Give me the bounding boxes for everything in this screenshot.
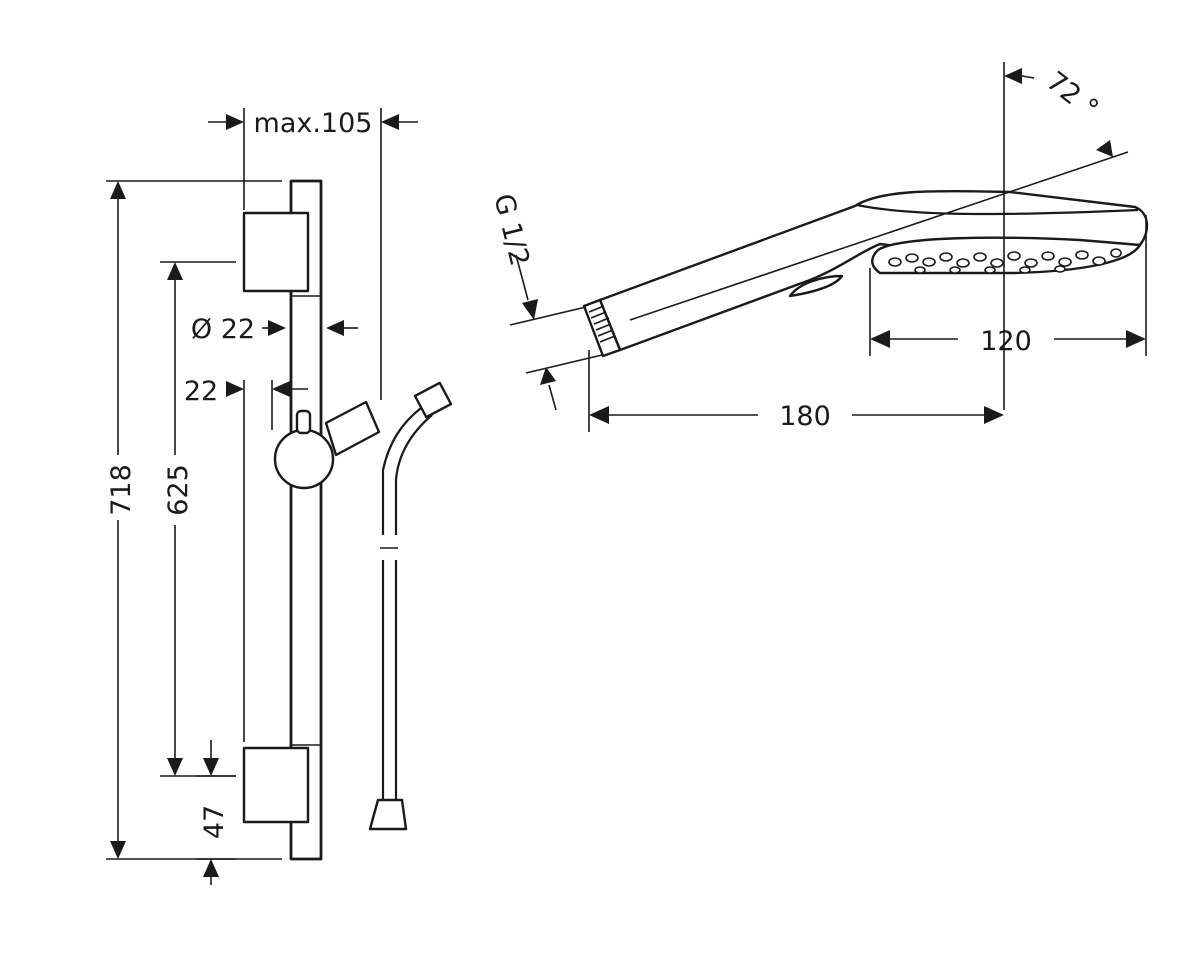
dim-120-label: 120	[980, 326, 1032, 357]
thread-connector	[582, 298, 622, 358]
dim-g12-label: G 1/2	[487, 191, 535, 269]
dim-180-label: 180	[779, 401, 831, 432]
dim-max105-label: max.105	[254, 108, 373, 139]
dim-47-label: 47	[199, 805, 230, 839]
dim-72-degree-label: 72 °	[1040, 66, 1104, 125]
dim-625: 625	[160, 261, 236, 777]
spray-select-button	[788, 274, 844, 298]
shower-rail	[289, 179, 323, 861]
dim-max105: max.105	[208, 108, 418, 400]
dim-gap-22-label: 22	[184, 376, 218, 407]
dim-gap-22: 22	[184, 376, 308, 742]
dim-718-label: 718	[106, 464, 137, 516]
dim-120: 120	[869, 215, 1147, 357]
bottom-wall-bracket	[242, 746, 310, 824]
dim-diameter-22-label: Ø 22	[191, 314, 255, 345]
shower-holder-slider	[273, 400, 381, 490]
dim-180: 180	[588, 350, 1004, 432]
shower-hose	[368, 381, 453, 831]
dim-g12-thread: G 1/2	[487, 191, 603, 411]
dim-718: 718	[106, 180, 282, 860]
shower-rail-assembly	[242, 179, 381, 861]
top-wall-bracket	[242, 211, 310, 296]
spray-nozzles	[888, 248, 1122, 274]
dim-625-label: 625	[163, 464, 194, 516]
dim-47: 47	[196, 740, 236, 885]
shower-axis-line	[629, 151, 1129, 321]
hand-shower	[582, 151, 1149, 358]
dim-diameter-22: Ø 22	[191, 314, 358, 345]
